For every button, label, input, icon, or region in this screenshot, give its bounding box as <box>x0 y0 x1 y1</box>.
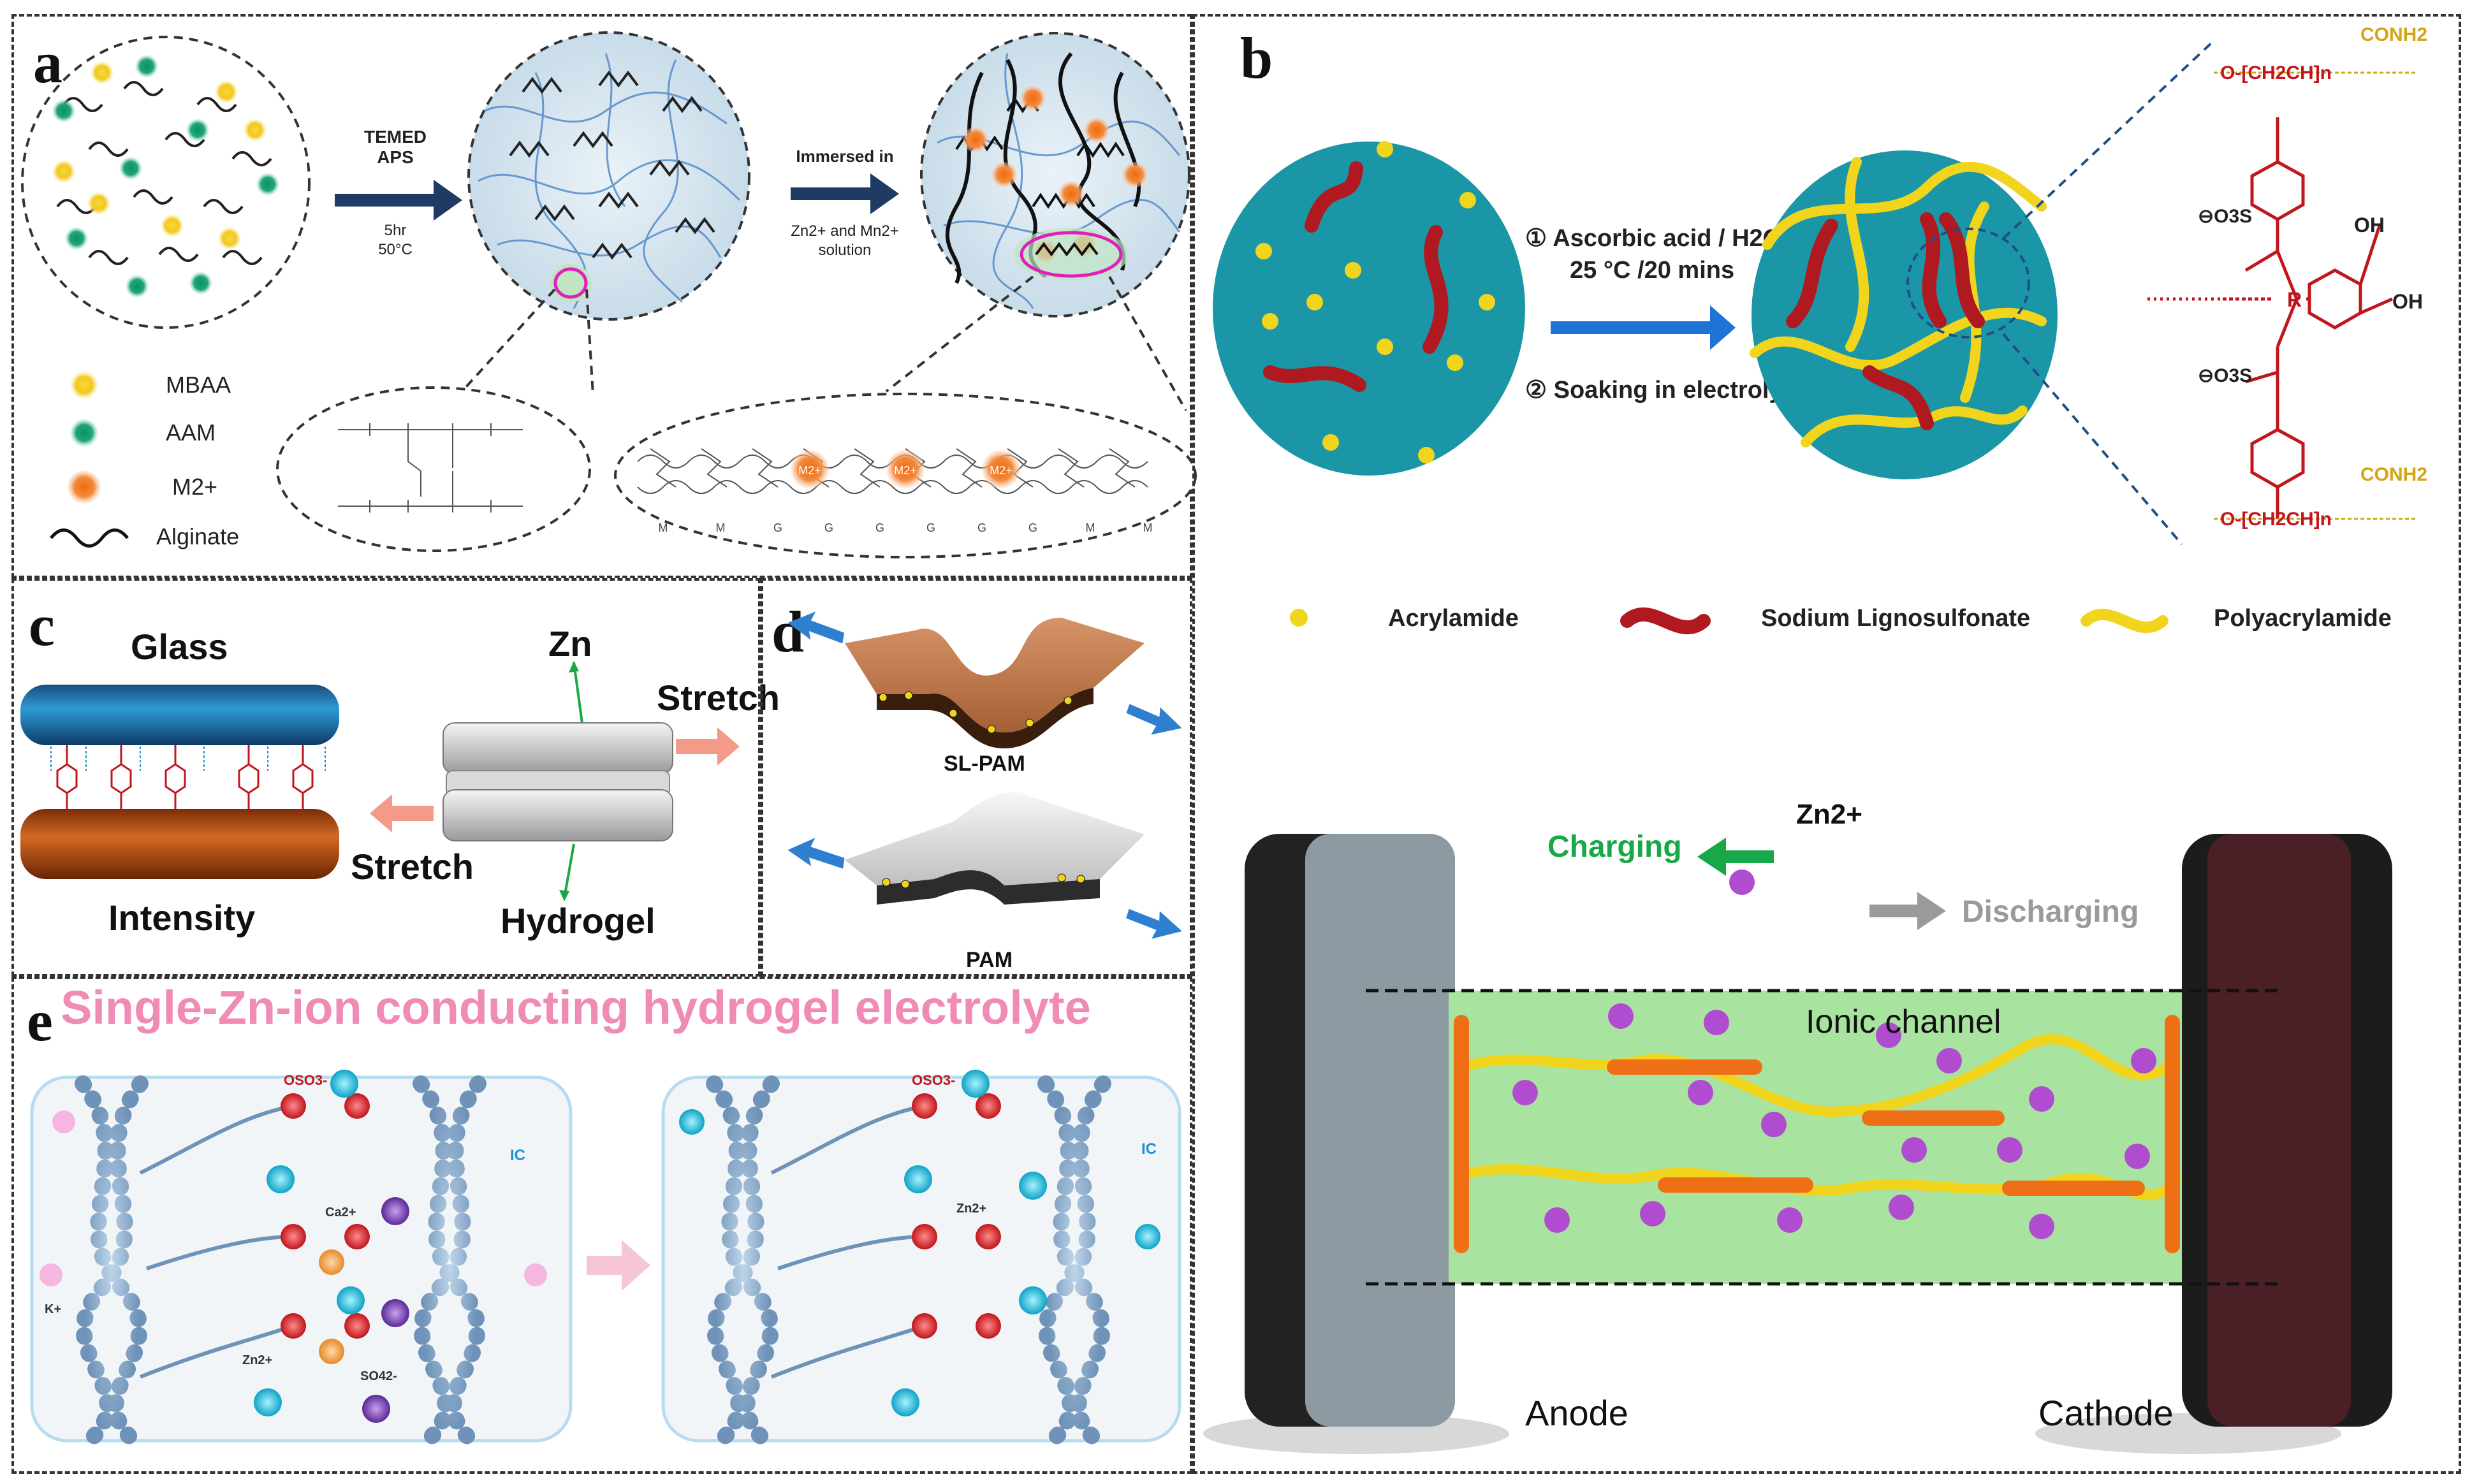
e-left-k: K+ <box>45 1302 61 1316</box>
chem-r: R <box>2287 288 2302 311</box>
discharging-label: Discharging <box>1962 895 2139 929</box>
block-4: G <box>875 521 884 534</box>
block-1: M <box>716 521 726 534</box>
arrow1-line3: 5hr <box>384 222 407 239</box>
panel-e-title: Single-Zn-ion conducting hydrogel electr… <box>61 981 1091 1034</box>
panel-e <box>11 977 1192 1474</box>
ion-label-2: M2+ <box>894 464 917 477</box>
arrow1-line4: 50°C <box>378 241 413 258</box>
panel-b-label: b <box>1240 25 1273 91</box>
legend-polyacrylamide: Polyacrylamide <box>2214 605 2392 632</box>
chem-oh1: OH <box>2354 214 2385 236</box>
arrow1-line2: APS <box>377 147 414 167</box>
panel-c <box>11 578 761 977</box>
legend-aam: AAM <box>166 419 216 446</box>
chem-conh2-bottom: CONH2 <box>2360 464 2427 485</box>
arrow1-line1: TEMED <box>364 127 427 147</box>
stretch-right-label: Stretch <box>657 678 780 718</box>
panel-b <box>1192 14 2461 1474</box>
chem-oh2: OH <box>2392 290 2423 313</box>
arrow2-line1: Immersed in <box>796 147 893 166</box>
chem-chain-bottom: O-[CH2CH]n <box>2220 509 2332 530</box>
step1: ① Ascorbic acid / H2O2 <box>1525 225 1795 252</box>
charging-label: Charging <box>1547 830 1682 864</box>
panel-a <box>11 14 1192 578</box>
block-7: G <box>1028 521 1037 534</box>
panel-a-label: a <box>33 30 62 95</box>
block-9: M <box>1143 521 1153 534</box>
ionic-channel-label: Ionic channel <box>1806 1003 2001 1040</box>
panel-d-graphic: SL-PAM PAM <box>787 611 1182 972</box>
ion-label-1: M2+ <box>798 464 821 477</box>
e-left-oso3: OSO3- <box>284 1072 327 1088</box>
hydrogel-label: Hydrogel <box>501 901 655 941</box>
panel-e-graphic: OSO3- OSO3- IC IC Ca2+ Zn2+ SO42- K+ Zn2… <box>30 1070 1181 1449</box>
anode-label: Anode <box>1525 1393 1628 1433</box>
cathode-label: Cathode <box>2038 1393 2174 1433</box>
panel-a-graphic: TEMED APS 5hr 50°C Immersed in Zn2+ and … <box>21 31 1197 558</box>
panel-b-graphic: ① Ascorbic acid / H2O2 25 °C /20 mins ② … <box>1203 24 2427 1454</box>
block-0: M <box>659 521 668 534</box>
zn-ion-label: Zn2+ <box>1796 799 1862 830</box>
arrow2-line2: Zn2+ and Mn2+ <box>791 222 898 240</box>
e-right-ic: IC <box>1141 1140 1157 1158</box>
zn-label: Zn <box>548 623 592 664</box>
sl-pam-label: SL-PAM <box>944 752 1025 776</box>
chem-so3-1: ⊖O3S <box>2198 206 2252 227</box>
legend-m2: M2+ <box>172 474 217 500</box>
e-left-zn: Zn2+ <box>242 1353 272 1367</box>
block-5: G <box>926 521 935 534</box>
glass-label: Glass <box>131 627 228 667</box>
legend-alginate: Alginate <box>156 523 239 549</box>
panel-e-label: e <box>27 988 53 1053</box>
chem-so3-2: ⊖O3S <box>2198 365 2252 386</box>
e-right-zn: Zn2+ <box>956 1202 986 1216</box>
panel-d <box>761 578 1192 977</box>
chem-conh2-top: CONH2 <box>2360 24 2427 45</box>
panel-c-label: c <box>29 593 55 658</box>
panel-c-graphic: Glass Intensity Zn Hydrogel Stretch Stre… <box>20 623 780 941</box>
block-8: M <box>1086 521 1095 534</box>
legend-mbaa: MBAA <box>166 372 231 398</box>
e-left-so4: SO42- <box>360 1369 397 1383</box>
chem-chain-top: O-[CH2CH]n <box>2220 62 2332 84</box>
legend-lignosulfonate: Sodium Lignosulfonate <box>1761 605 2030 632</box>
e-right-oso3: OSO3- <box>912 1072 955 1088</box>
legend-acrylamide: Acrylamide <box>1388 605 1519 632</box>
intensity-label: Intensity <box>108 898 255 938</box>
step2: ② Soaking in electrolyte <box>1525 377 1804 404</box>
block-2: G <box>773 521 782 534</box>
e-left-ca: Ca2+ <box>325 1205 356 1219</box>
pam-label: PAM <box>966 948 1013 972</box>
ion-label-3: M2+ <box>990 464 1013 477</box>
step1-sub: 25 °C /20 mins <box>1570 257 1734 284</box>
block-6: G <box>977 521 986 534</box>
stretch-left-label: Stretch <box>351 847 474 887</box>
arrow2-line3: solution <box>819 242 872 259</box>
block-3: G <box>824 521 833 534</box>
e-left-ic: IC <box>510 1147 525 1164</box>
monomer-wavy-lines <box>56 81 272 265</box>
panel-d-label: d <box>772 599 805 664</box>
